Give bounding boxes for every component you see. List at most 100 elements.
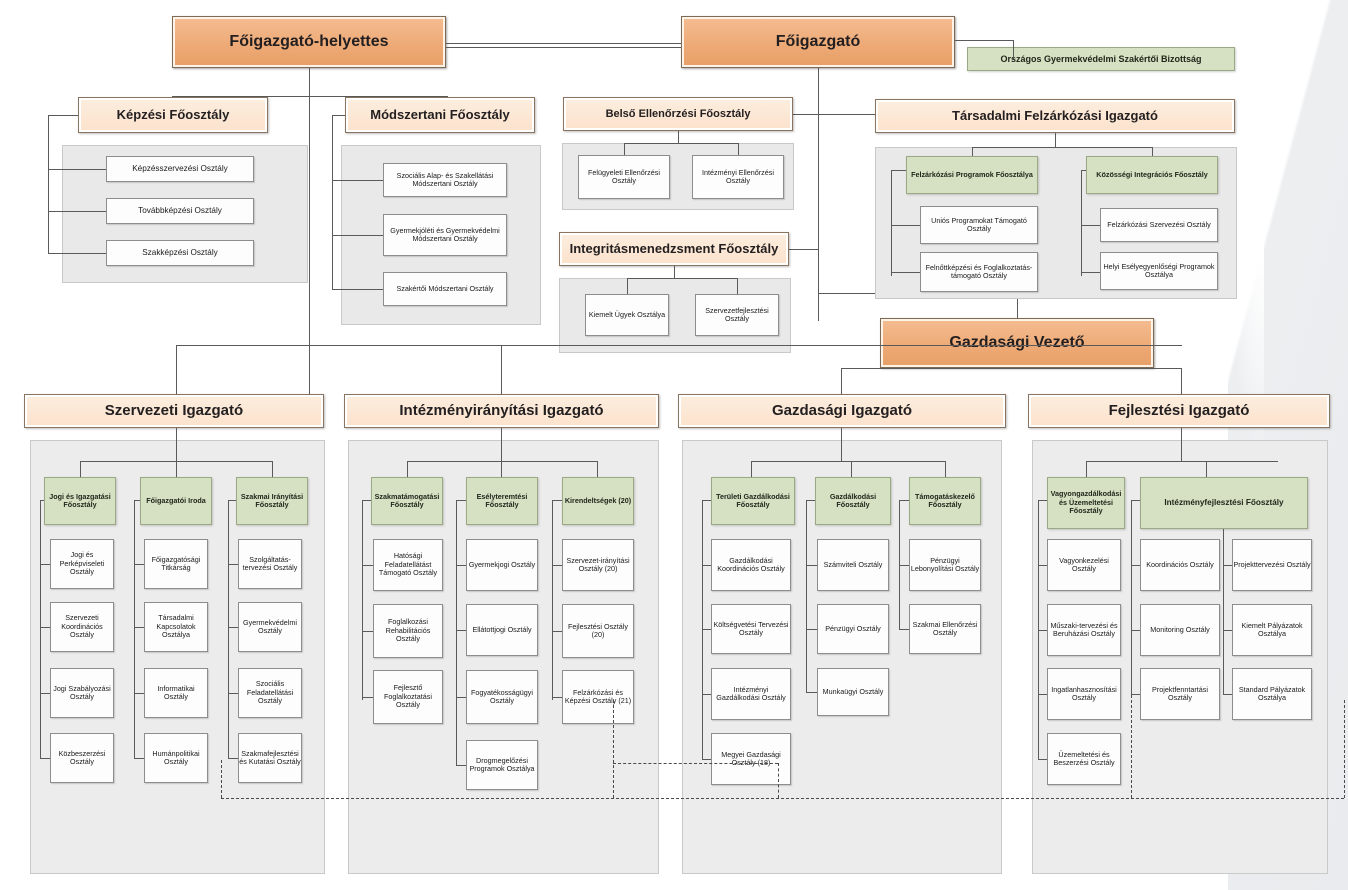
node-koordinacios-osztaly[interactable]: Koordinációs Osztály [1140, 539, 1220, 591]
node-unios-programokat-tamogato-osztaly[interactable]: Uniós Programokat Támogató Osztály [920, 206, 1038, 244]
node-szervezetfejlesztesi-osztaly[interactable]: Szervezetfejlesztési Osztály [695, 294, 779, 336]
node-gazdasagi-igazgato[interactable]: Gazdasági Igazgató [678, 394, 1006, 428]
dashed-link-h-col2-to-col3 [613, 763, 778, 764]
node-monitoring-osztaly[interactable]: Monitoring Osztály [1140, 604, 1220, 656]
node-szocialis-alap-modszertani[interactable]: Szociális Alap- és Szakellátási Módszert… [383, 163, 507, 197]
node-munkaugyi-osztaly[interactable]: Munkaügyi Osztály [817, 668, 889, 716]
link-d2g2-b [456, 630, 466, 631]
node-tarsadalmi-felzarkozasi-igazgato[interactable]: Társadalmi Felzárkózási Igazgató [875, 99, 1235, 133]
node-modszertani-foosztaly[interactable]: Módszertani Főosztály [345, 97, 535, 133]
link-modszertani-bus [332, 115, 333, 290]
node-tovabbkepzesi-osztaly[interactable]: Továbbképzési Osztály [106, 198, 254, 224]
node-gyermekjoleti-modszertani[interactable]: Gyermekjóléti és Gyermekvédelmi Módszert… [383, 214, 507, 256]
node-eselyteremtesi-foosztaly[interactable]: Esélyteremtési Főosztály [466, 477, 538, 525]
link-kepzesi-head [48, 115, 78, 116]
node-teruleti-gazdalkodasi-foosztaly[interactable]: Területi Gazdálkodási Főosztály [711, 477, 795, 525]
link-d2g3-head [552, 500, 562, 501]
link-d3g1-a [702, 565, 711, 566]
node-intezmenyi-gazdalkodasi-osztaly[interactable]: Intézményi Gazdálkodási Osztály [711, 668, 791, 720]
node-fejlesztesi-osztaly-20[interactable]: Fejlesztési Osztály (20) [562, 604, 634, 658]
node-felugyeleti-ellenorzesi-osztaly[interactable]: Felügyeleti Ellenőrzési Osztály [578, 155, 670, 199]
node-szakkepzesi-osztaly[interactable]: Szakképzési Osztály [106, 240, 254, 266]
node-tarsadalmi-kapcsolatok-osztalya[interactable]: Társadalmi Kapcsolatok Osztálya [144, 602, 208, 652]
node-economic-leader[interactable]: Gazdasági Vezető [880, 318, 1154, 368]
link-d3g1-c [702, 694, 711, 695]
node-humanpolitikai-osztaly[interactable]: Humánpolitikai Osztály [144, 733, 208, 783]
node-szervezet-iranyitasi-osztaly[interactable]: Szervezet-irányítási Osztály (20) [562, 539, 634, 591]
link-d2g2-c [456, 697, 466, 698]
link-tarsadalmi-g1 [972, 147, 973, 156]
node-kozbeszerzesi-osztaly[interactable]: Közbeszerzési Osztály [50, 733, 114, 783]
node-hatosagi-feladatellatast-tamogato-osztaly[interactable]: Hatósági Feladatellátást Támogató Osztál… [373, 539, 443, 591]
node-vagyongazdalkodasi-es-uzemeltetesi-foosztaly[interactable]: Vagyongazdálkodási és Üzemeltetési Főosz… [1047, 477, 1125, 529]
node-felzarkozasi-szervezesi-osztaly[interactable]: Felzárkózási Szervezési Osztály [1100, 208, 1218, 242]
node-megyei-gazdasagi-osztaly[interactable]: Megyei Gazdasági Osztály (18) [711, 733, 791, 785]
node-jogi-szabalyozasi-osztaly[interactable]: Jogi Szabályozási Osztály [50, 668, 114, 718]
link-director-committee-h [955, 40, 1014, 41]
node-ellatottjogi-osztaly[interactable]: Ellátottjogi Osztály [466, 604, 538, 656]
node-helyi-eselyegyenlosegi-programok-osztalya[interactable]: Helyi Esélyegyenlőségi Programok Osztály… [1100, 252, 1218, 290]
node-national-child-protection-committee[interactable]: Országos Gyermekvédelmi Szakértői Bizott… [967, 47, 1235, 71]
node-foglalkozasi-rehabilitacios-osztaly[interactable]: Foglalkozási Rehabilitációs Osztály [373, 604, 443, 658]
node-vagyonkezelesi-osztaly[interactable]: Vagyonkezelési Osztály [1047, 539, 1121, 591]
node-kozossegi-integracios-foosztaly[interactable]: Közösségi Integrációs Főosztály [1086, 156, 1218, 194]
node-foigazgatoi-iroda[interactable]: Főigazgatói Iroda [140, 477, 212, 525]
node-jogi-es-igazgatasi-foosztaly[interactable]: Jogi és Igazgatási Főosztály [44, 477, 116, 525]
node-fogyatekossagugyi-osztaly[interactable]: Fogyatékosságügyi Osztály [466, 670, 538, 724]
node-szervezeti-igazgato[interactable]: Szervezeti Igazgató [24, 394, 324, 428]
node-uzemeltetesi-es-beszerzesi-osztaly[interactable]: Üzemeltetési és Beszerzési Osztály [1047, 733, 1121, 785]
link-d1g1-d [40, 758, 50, 759]
link-d1g2-b [134, 627, 144, 628]
link-tarsadalmi-g2-bus [1081, 170, 1082, 276]
node-koltsegvetesi-tervezesi-osztaly[interactable]: Költségvetési Tervezési Osztály [711, 604, 791, 654]
node-felzarkozasi-es-kepzesi-osztaly[interactable]: Felzárkózási és Képzési Osztály (21) [562, 670, 634, 724]
node-fejlesztesi-igazgato[interactable]: Fejlesztési Igazgató [1028, 394, 1330, 428]
node-foigazgatosagi-titkarsag[interactable]: Főigazgatósági Titkárság [144, 539, 208, 589]
node-drogmegelozesi-programok-osztalya[interactable]: Drogmegelőzési Programok Osztálya [466, 740, 538, 790]
node-integritasmenedzsment-foosztaly[interactable]: Integritásmenedzsment Főosztály [559, 232, 789, 266]
node-szamviteli-osztaly[interactable]: Számviteli Osztály [817, 539, 889, 591]
link-integritas-down [674, 266, 675, 278]
node-projektfenntartasi-osztaly[interactable]: Projektfenntartási Osztály [1140, 668, 1220, 720]
node-kiemelt-palyazatok-osztalya[interactable]: Kiemelt Pályázatok Osztálya [1232, 604, 1312, 656]
node-gazdalkodasi-foosztaly[interactable]: Gazdálkodási Főosztály [815, 477, 891, 525]
node-belso-ellenorzesi-foosztaly[interactable]: Belső Ellenőrzési Főosztály [563, 97, 793, 131]
node-kirendeltsegek[interactable]: Kirendeltségek (20) [562, 477, 634, 525]
node-intezmenyi-ellenorzesi-osztaly[interactable]: Intézményi Ellenőrzési Osztály [692, 155, 784, 199]
node-muszaki-tervezesi-es-beruhazasi-osztaly[interactable]: Műszaki-tervezési és Beruházási Osztály [1047, 604, 1121, 656]
node-intezmenyiranyitasi-igazgato[interactable]: Intézményirányítási Igazgató [344, 394, 659, 428]
node-projekttervezesi-osztaly[interactable]: Projekttervezési Osztály [1232, 539, 1312, 591]
node-intezmenyfejlesztesi-foosztaly[interactable]: Intézményfejlesztési Főosztály [1140, 477, 1308, 529]
link-bus-d4 [1181, 368, 1182, 396]
link-kepzesi-d3 [48, 253, 106, 254]
node-penzugyi-osztaly[interactable]: Pénzügyi Osztály [817, 604, 889, 654]
link-fejlesztesi-row [1086, 461, 1278, 462]
node-felzarkozasi-programok-foosztalya[interactable]: Felzárkózási Programok Főosztálya [906, 156, 1038, 194]
node-szakmatamogatasi-foosztaly[interactable]: Szakmatámogatási Főosztály [371, 477, 443, 525]
node-fejleszto-foglalkoztatasi-osztaly[interactable]: Fejlesztő Foglalkoztatási Osztály [373, 670, 443, 724]
node-tamogataskezelo-foosztaly[interactable]: Támogatáskezelő Főosztály [909, 477, 981, 525]
node-kepzesszervezesi-osztaly[interactable]: Képzésszervezési Osztály [106, 156, 254, 182]
link-tarsadalmi-row [972, 147, 1152, 148]
node-deputy-director-general[interactable]: Főigazgató-helyettes [172, 16, 446, 68]
node-penzugyi-lebonyolitasi-osztaly[interactable]: Pénzügyi Lebonyolítási Osztály [909, 539, 981, 591]
node-felnottkepzesi-foglalkoztatas-tamogato-osztaly[interactable]: Felnőttképzési és Foglalkoztatás-támogat… [920, 252, 1038, 292]
node-ingatlanhasznositasi-osztaly[interactable]: Ingatlanhasznosítási Osztály [1047, 668, 1121, 720]
node-szakmai-ellenorzesi-osztaly[interactable]: Szakmai Ellenőrzési Osztály [909, 604, 981, 654]
node-jogi-es-perkepviseleti-osztaly[interactable]: Jogi és Perképviseleti Osztály [50, 539, 114, 589]
node-director-general[interactable]: Főigazgató [681, 16, 955, 68]
node-informatikai-osztaly[interactable]: Informatikai Osztály [144, 668, 208, 718]
node-szervezeti-koordinacios-osztaly[interactable]: Szervezeti Koordinációs Osztály [50, 602, 114, 652]
node-szolgaltatas-tervezesi-osztaly[interactable]: Szolgáltatás-tervezési Osztály [238, 539, 302, 589]
node-szakmafejlesztesi-es-kutatasi-osztaly[interactable]: Szakmafejlesztési és Kutatási Osztály [238, 733, 302, 783]
node-kepzesi-foosztaly[interactable]: Képzési Főosztály [78, 97, 268, 133]
node-gyermekvedelmi-osztaly[interactable]: Gyermekvédelmi Osztály [238, 602, 302, 652]
node-gazdalkodasi-koordinacios-osztaly[interactable]: Gazdálkodási Koordinációs Osztály [711, 539, 791, 591]
node-standard-palyazatok-osztalya[interactable]: Standard Pályázatok Osztálya [1232, 668, 1312, 720]
node-gyermekjogi-osztaly[interactable]: Gyermekjogi Osztály [466, 539, 538, 591]
node-szocialis-feladatellatasi-osztaly[interactable]: Szociális Feladatellátási Osztály [238, 668, 302, 718]
node-szakertoi-modszertani[interactable]: Szakértői Módszertani Osztály [383, 272, 507, 306]
node-kiemelt-ugyek-osztalya[interactable]: Kiemelt Ügyek Osztálya [585, 294, 669, 336]
node-szakmai-iranyitasi-foosztaly[interactable]: Szakmai Irányítási Főosztály [236, 477, 308, 525]
link-deputy-spine [309, 68, 310, 396]
